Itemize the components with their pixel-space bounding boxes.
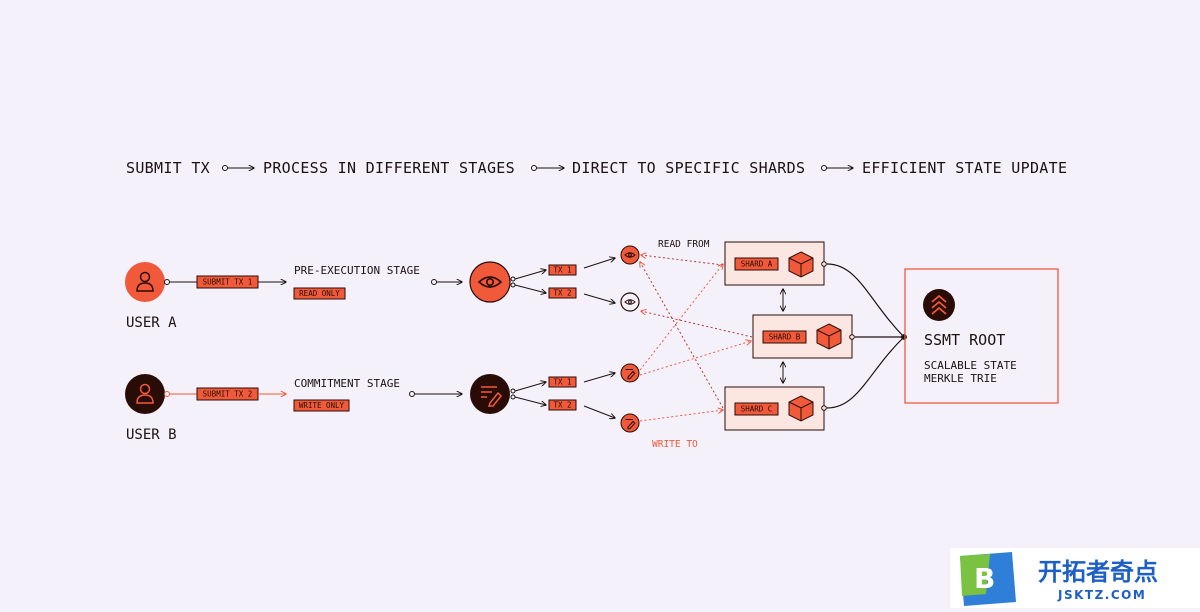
flow-step-process: PROCESS IN DIFFERENT STAGES <box>263 159 515 177</box>
write-links <box>639 264 751 422</box>
edit-icon <box>625 419 636 430</box>
commitment-stage: COMMITMENT STAGE WRITE ONLY <box>293 377 400 412</box>
ssmt-logo-icon <box>923 289 955 321</box>
svg-text:WRITE ONLY: WRITE ONLY <box>299 401 345 410</box>
flow-step-submit: SUBMIT TX <box>126 159 210 177</box>
flow-arrow-2 <box>531 165 565 171</box>
shard-a-label: SHARD A <box>741 260 773 269</box>
shard-b: SHARD B <box>752 314 855 359</box>
read-from-note: READ FROM <box>658 239 710 250</box>
write-only-tag <box>293 399 350 412</box>
flow-step-update: EFFICIENT STATE UPDATE <box>862 159 1067 177</box>
shard-a: SHARD A <box>724 241 827 286</box>
watermark: B 开拓者奇点 JSKTZ.COM <box>950 548 1200 608</box>
pre-execution-stage: PRE-EXECUTION STAGE READ ONLY <box>293 264 420 300</box>
write-to-note: WRITE TO <box>652 439 698 450</box>
cube-icon <box>788 251 814 278</box>
svg-text:SUBMIT TX 2: SUBMIT TX 2 <box>203 390 253 399</box>
flow-arrow-3 <box>821 165 854 171</box>
user-b-label: USER B <box>126 427 177 443</box>
write-op-1 <box>620 363 640 383</box>
user-b-node: USER B <box>125 374 177 443</box>
watermark-brand: 开拓者奇点 <box>1038 558 1158 586</box>
chevrons-up-icon <box>931 294 947 315</box>
watermark-domain: JSKTZ.COM <box>1057 588 1146 602</box>
tx2-tag-pre: TX 2 <box>548 287 577 299</box>
pre-execution-title: PRE-EXECUTION STAGE <box>294 264 420 277</box>
tx1-tag-commit: TX 1 <box>548 376 577 388</box>
flow-arrow-1 <box>222 165 255 171</box>
commit-split <box>510 382 546 405</box>
user-a-label: USER A <box>126 315 177 331</box>
user-icon <box>136 271 154 292</box>
shard-c: SHARD C <box>724 386 827 431</box>
flow-header: SUBMIT TX PROCESS IN DIFFERENT STAGES DI… <box>126 159 1067 177</box>
svg-text:TX 2: TX 2 <box>553 401 571 410</box>
pre-split <box>510 270 546 293</box>
flow-step-direct: DIRECT TO SPECIFIC SHARDS <box>572 159 805 177</box>
read-only-tag <box>293 287 346 300</box>
cube-icon <box>788 395 814 422</box>
tx1-tag-pre: TX 1 <box>548 264 577 276</box>
read-links <box>640 255 753 409</box>
edit-icon <box>625 369 636 380</box>
ssmt-root-line2: MERKLE TRIE <box>924 372 997 385</box>
eye-icon <box>477 276 503 288</box>
svg-text:TX 1: TX 1 <box>553 378 571 387</box>
ssmt-root-title: SSMT ROOT <box>924 331 1005 349</box>
svg-text:READ ONLY: READ ONLY <box>299 289 340 298</box>
tx2-tag-commit: TX 2 <box>548 399 577 411</box>
user-icon <box>136 383 154 404</box>
svg-text:TX 1: TX 1 <box>553 266 571 275</box>
shard-to-root-links <box>826 263 907 409</box>
commitment-title: COMMITMENT STAGE <box>294 377 400 390</box>
user-a-node: USER A <box>125 262 177 331</box>
eye-icon <box>624 252 636 258</box>
ssmt-root-box: SSMT ROOT SCALABLE STATE MERKLE TRIE <box>904 268 1059 404</box>
write-op-2 <box>620 413 640 433</box>
commitment-node <box>470 374 510 414</box>
read-op-1 <box>620 245 640 265</box>
ssmt-root-line1: SCALABLE STATE <box>924 359 1017 372</box>
edit-icon <box>481 386 503 407</box>
svg-text:SUBMIT TX 1: SUBMIT TX 1 <box>203 278 253 287</box>
pre-execution-node <box>469 261 511 303</box>
svg-text:TX 2: TX 2 <box>553 289 571 298</box>
submit-tx2-tag: SUBMIT TX 2 <box>196 387 259 401</box>
shard-c-label: SHARD C <box>741 405 773 414</box>
cube-icon <box>816 323 842 350</box>
eye-icon <box>624 299 636 305</box>
watermark-logo-letter: B <box>974 562 995 595</box>
read-op-2 <box>620 292 640 312</box>
submit-tx1-tag: SUBMIT TX 1 <box>196 275 259 289</box>
watermark-logo-icon: B <box>960 552 1016 606</box>
shard-b-label: SHARD B <box>769 333 801 342</box>
